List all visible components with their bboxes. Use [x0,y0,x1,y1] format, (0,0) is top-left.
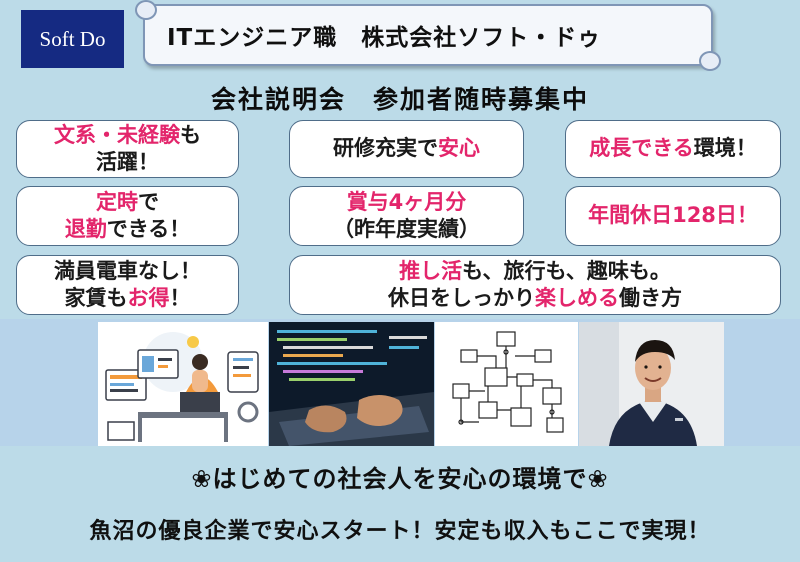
card-line: 休日をしっかり楽しめる働き方 [388,286,682,310]
logo-text: Soft Do [39,26,106,51]
job-title: ITエンジニア職 株式会社ソフト・ドゥ [167,25,602,51]
card-on-time: 定時で 退勤できる！ [16,186,239,246]
card-line: 年間休日128日！ [588,203,758,228]
event-subtitle: 会社説明会 参加者随時募集中 [210,85,589,114]
card-humanities-welcome: 文系・未経験も 活躍！ [16,120,239,178]
network-illustration-svg [452,331,564,433]
card-holidays: 年間休日128日！ [565,186,781,246]
card-line: 定時で [96,189,159,214]
card-line: 活躍！ [96,150,159,174]
card-growth: 成長できる環境！ [565,120,781,178]
tagline-main: ❀はじめての社会人を安心の環境で❀ [191,465,609,493]
card-line: 賞与4ヶ月分 [346,189,467,214]
company-logo: Soft Do [21,10,124,68]
laptop-coding-svg [269,322,434,446]
employee-photo [579,322,724,446]
card-line: 文系・未経験も [54,122,201,147]
card-line: 家賃もお得！ [64,286,191,310]
developer-illustration [98,322,268,446]
card-work-life: 推し活も、旅行も、趣味も。 休日をしっかり楽しめる働き方 [289,255,781,315]
network-illustration [435,322,578,446]
card-bonus: 賞与4ヶ月分 （昨年度実績） [289,186,524,246]
laptop-coding-photo [269,322,434,446]
card-line: 満員電車なし！ [54,258,201,283]
card-no-rush: 満員電車なし！ 家賃もお得！ [16,255,239,315]
tagline-sub: 魚沼の優良企業で安心スタート！安定も収入もここで実現！ [89,519,711,544]
card-line: （昨年度実績） [333,217,480,241]
card-line: 退勤できる！ [64,217,191,241]
employee-photo-svg [579,322,724,446]
card-line: 研修充実で安心 [333,136,480,161]
developer-illustration-svg [105,332,259,442]
card-line: 推し活も、旅行も、趣味も。 [399,258,671,283]
card-training: 研修充実で安心 [289,120,524,178]
card-line: 成長できる環境！ [589,136,757,161]
title-banner: ITエンジニア職 株式会社ソフト・ドゥ [135,0,721,71]
